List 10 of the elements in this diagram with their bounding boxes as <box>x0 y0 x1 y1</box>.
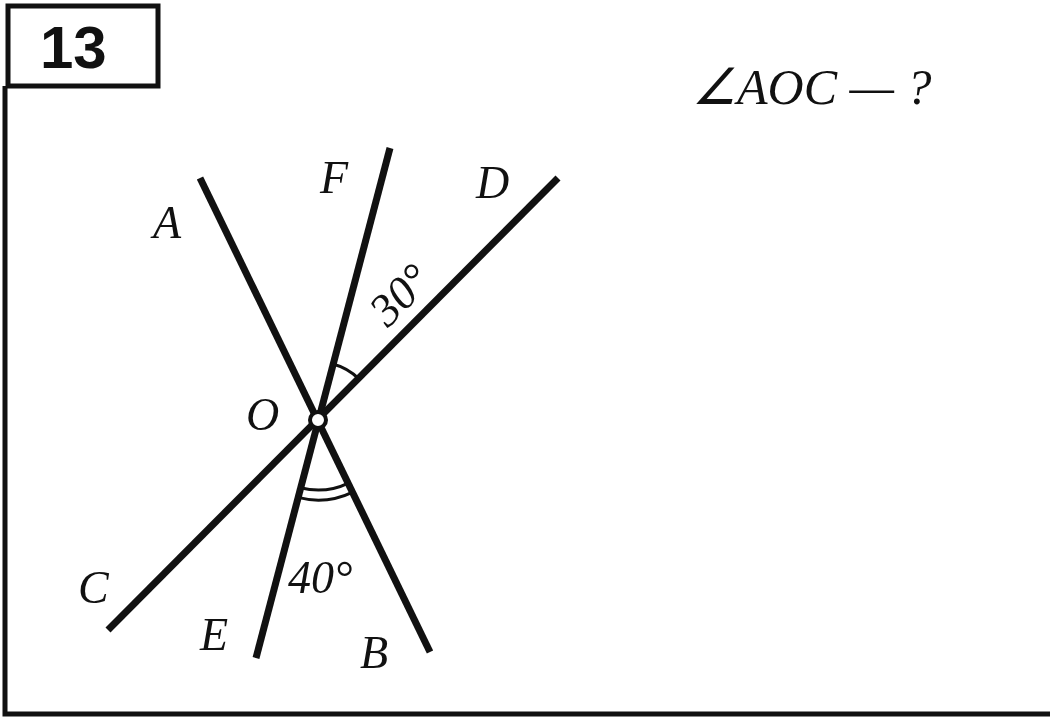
point-label: O <box>246 392 280 438</box>
point-label: F <box>320 155 349 201</box>
point-label: C <box>78 565 109 611</box>
problem-number: 13 <box>40 18 107 78</box>
question-text: ∠AOC — ? <box>692 62 932 112</box>
point-label: B <box>360 630 389 676</box>
angle-label: 40° <box>288 555 353 601</box>
point-label: E <box>200 612 229 658</box>
angle-label: 30° <box>361 255 440 335</box>
point-label: D <box>476 160 510 206</box>
